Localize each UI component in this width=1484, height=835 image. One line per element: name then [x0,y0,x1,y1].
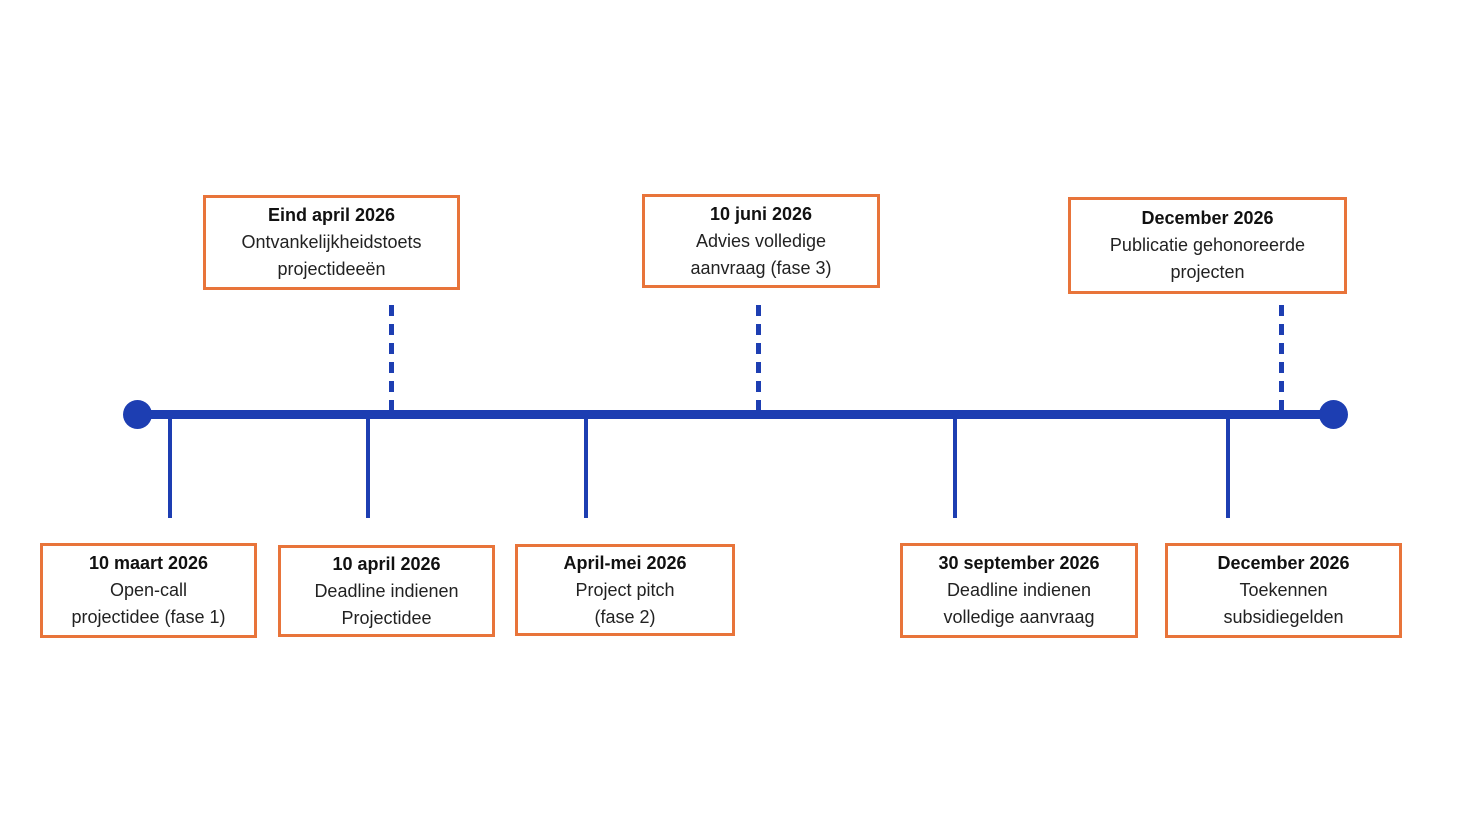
event-date: 10 april 2026 [332,553,441,574]
event-description-line: projectidee (fase 1) [71,607,226,627]
event-date: 10 juni 2026 [709,203,813,224]
event-date: 30 september 2026 [938,553,1100,573]
timeline-axis [137,410,1333,419]
event-date: 10 maart 2026 [88,553,209,573]
event-box-december-2026-toekennen: December 2026 Toekennen subsidiegelden [1165,543,1402,638]
connector-dashed-december-top [1279,305,1284,410]
event-description-line: (fase 2) [594,606,656,627]
event-box-december-2026-publicatie: December 2026 Publicatie gehonoreerde pr… [1068,197,1347,294]
event-description-line: Ontvankelijkheidstoets [241,232,422,252]
event-box-30-september-2026: 30 september 2026 Deadline indienen voll… [900,543,1138,638]
event-description-line: Project pitch [575,579,675,600]
event-description-line: volledige aanvraag [943,607,1095,627]
timeline-start-dot [123,400,152,429]
event-box-eind-april-2026: Eind april 2026 Ontvankelijkheidstoets p… [203,195,460,290]
event-description-line: Deadline indienen [314,580,459,601]
connector-solid-10-maart [168,417,172,518]
event-box-10-april-2026: 10 april 2026 Deadline indienen Projecti… [278,545,495,637]
connector-solid-april-mei [584,417,588,518]
event-date: December 2026 [1141,208,1274,228]
event-description-line: Advies volledige [695,230,827,251]
event-description-line: subsidiegelden [1223,607,1344,627]
event-description-line: Toekennen [1239,580,1328,600]
event-date: April-mei 2026 [563,552,687,573]
event-date: Eind april 2026 [267,205,396,225]
event-description-line: projectideeën [277,259,386,279]
event-description-line: Projectidee [341,607,432,628]
connector-dashed-eind-april [389,305,394,410]
event-date: December 2026 [1217,553,1350,573]
event-description-line: Open-call [109,580,188,600]
connector-solid-10-april [366,417,370,518]
event-description-line: Deadline indienen [946,580,1092,600]
connector-solid-30-september [953,417,957,518]
event-box-10-maart-2026: 10 maart 2026 Open-call projectidee (fas… [40,543,257,638]
connector-solid-december-bottom [1226,417,1230,518]
timeline-end-dot [1319,400,1348,429]
event-box-april-mei-2026: April-mei 2026 Project pitch (fase 2) [515,544,735,636]
event-description-line: Publicatie gehonoreerde [1109,235,1306,255]
event-description-line: aanvraag (fase 3) [690,257,832,278]
event-box-10-juni-2026: 10 juni 2026 Advies volledige aanvraag (… [642,194,880,288]
event-description-line: projecten [1170,262,1245,282]
connector-dashed-10-juni [756,305,761,410]
